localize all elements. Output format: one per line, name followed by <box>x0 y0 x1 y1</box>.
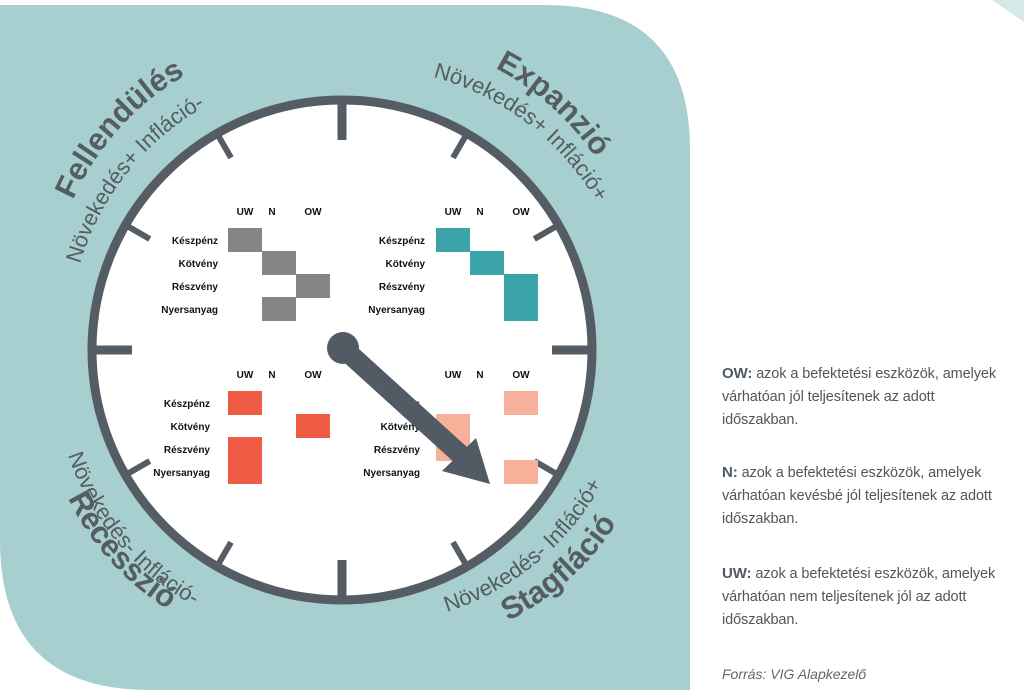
matrix-cell <box>228 437 262 461</box>
matrix-cell <box>228 460 262 484</box>
legend-uw-text: azok a befektetési eszközök, amelyek vár… <box>722 566 996 628</box>
legend-n-key: N: <box>722 464 738 481</box>
matrix-row-label: Kötvény <box>171 422 211 433</box>
matrix-row-label: Részvény <box>172 282 219 293</box>
matrix-column-label: OW <box>304 207 322 218</box>
matrix-column-label: N <box>476 370 483 381</box>
matrix-cell <box>262 297 296 321</box>
dial-tick <box>450 135 468 160</box>
dial-tick <box>450 540 468 565</box>
matrix-column-label: N <box>268 370 275 381</box>
matrix-column-label: N <box>268 207 275 218</box>
dial-tick <box>127 224 152 242</box>
matrix-cell <box>296 274 330 298</box>
matrix-cell <box>296 414 330 438</box>
matrix-row-label: Nyersanyag <box>161 305 218 316</box>
legend-uw-key: UW: <box>722 565 752 582</box>
matrix-row-label: Részvény <box>164 445 211 456</box>
matrix-column-label: OW <box>304 370 322 381</box>
dial-tick <box>127 458 152 476</box>
matrix-row-label: Nyersanyag <box>153 468 210 479</box>
matrix-cell <box>470 251 504 275</box>
matrix-column-label: UW <box>237 370 254 381</box>
dial-tick <box>532 224 557 242</box>
legend-ow-key: OW: <box>722 365 753 382</box>
legend-ow-text: azok a befektetési eszközök, amelyek vár… <box>722 366 996 428</box>
matrix-cell <box>228 228 262 252</box>
matrix-row-label: Készpénz <box>172 236 218 247</box>
matrix-row-label: Kötvény <box>381 422 421 433</box>
matrix-cell <box>262 251 296 275</box>
matrix-row-label: Részvény <box>374 445 421 456</box>
matrix-row-label: Kötvény <box>179 259 219 270</box>
matrix-column-label: OW <box>512 207 530 218</box>
matrix-row-label: Nyersanyag <box>363 468 420 479</box>
matrix-cell <box>504 391 538 415</box>
dial-tick <box>216 135 234 160</box>
matrix-cell <box>504 460 538 484</box>
matrix-cell <box>228 391 262 415</box>
source-note: Forrás: VIG Alapkezelő <box>722 666 867 682</box>
matrix-row-label: Készpénz <box>379 236 425 247</box>
matrix-row-label: Részvény <box>379 282 426 293</box>
corner-accent <box>992 0 1024 22</box>
matrix-row-label: Nyersanyag <box>368 305 425 316</box>
matrix-column-label: N <box>476 207 483 218</box>
matrix-column-label: UW <box>237 207 254 218</box>
matrix-column-label: OW <box>512 370 530 381</box>
legend-n-entry: N: azok a befektetési eszközök, amelyek … <box>722 461 1012 531</box>
matrix-cell <box>436 228 470 252</box>
clock-needle <box>327 332 490 484</box>
matrix-cell <box>504 274 538 298</box>
legend-ow-entry: OW: azok a befektetési eszközök, amelyek… <box>722 362 1012 432</box>
matrix-column-label: UW <box>445 207 462 218</box>
matrix-cell <box>504 297 538 321</box>
matrix-row-label: Kötvény <box>386 259 426 270</box>
matrix-column-label: UW <box>445 370 462 381</box>
matrix-row-label: Készpénz <box>164 399 210 410</box>
legend-uw-entry: UW: azok a befektetési eszközök, amelyek… <box>722 562 1012 632</box>
dial-tick <box>216 540 234 565</box>
legend-n-text: azok a befektetési eszközök, amelyek vár… <box>722 465 992 527</box>
